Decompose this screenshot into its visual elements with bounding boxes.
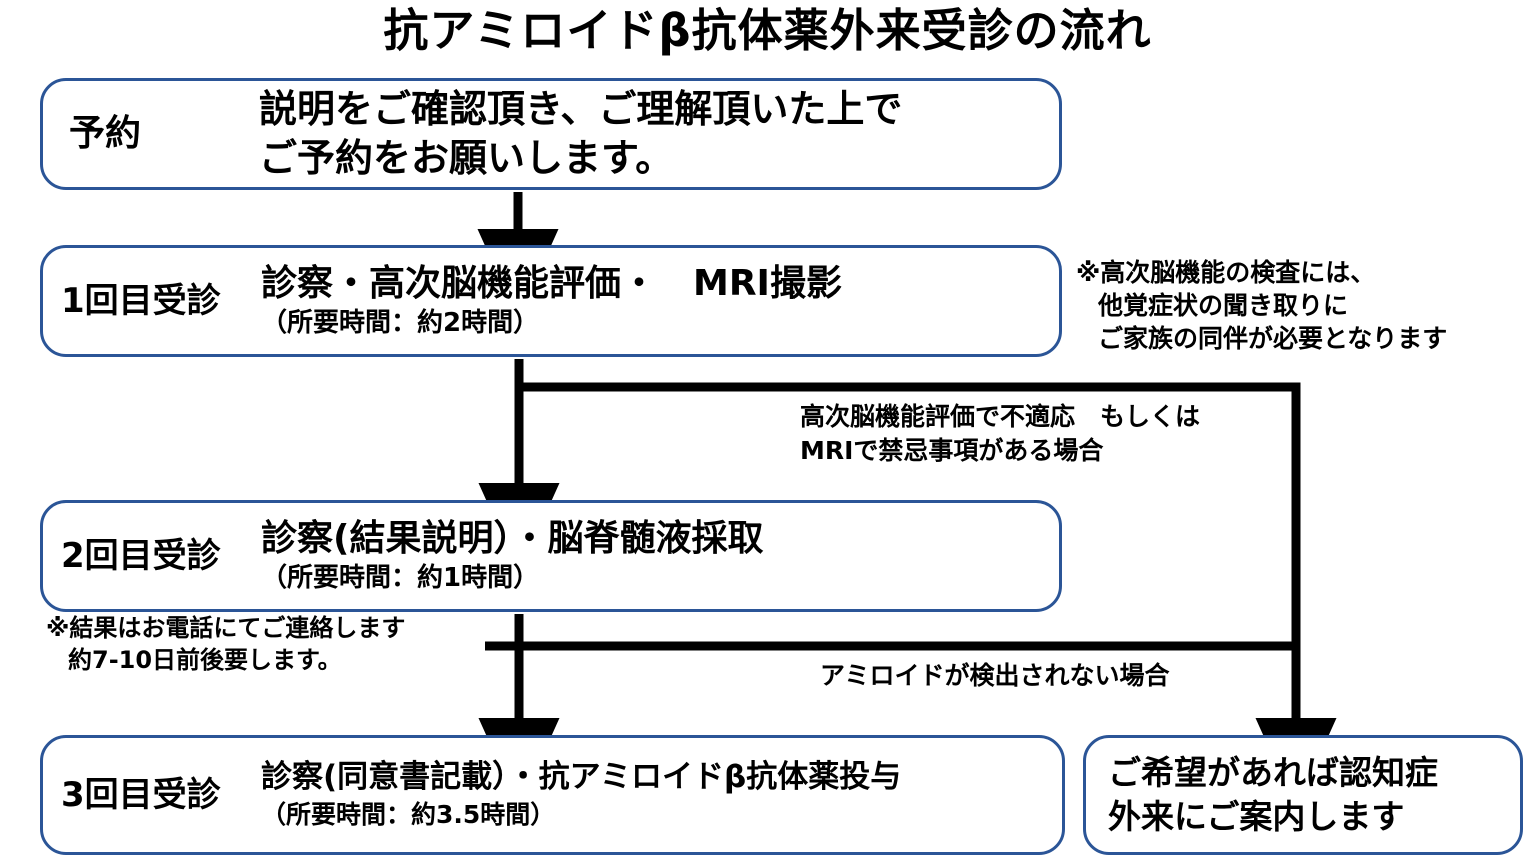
note-phone-results: ※結果はお電話にてご連絡します 約7-10日前後要します。	[46, 613, 405, 676]
note-phone-line2: 約7-10日前後要します。	[68, 645, 342, 674]
note-family-line3: ご家族の同伴が必要となります	[1098, 324, 1448, 353]
branch-label-unsuitable: 高次脳機能評価で不適応 もしくは MRIで禁忌事項がある場合	[800, 400, 1200, 468]
branch-label-unsuitable-line2: MRIで禁忌事項がある場合	[800, 435, 1104, 465]
branch-label-unsuitable-line1: 高次脳機能評価で不適応 もしくは	[800, 402, 1201, 431]
stage-label-visit2: 2回目受診	[61, 536, 221, 576]
visit3-duration: （所要時間：約3.5時間）	[261, 799, 556, 829]
flow-box-appointment[interactable]: 予約 説明をご確認頂き、ご理解頂いた上で ご予約をお願いします。	[40, 78, 1062, 190]
flow-box-visit3[interactable]: 3回目受診 診察(同意書記載）・抗アミロイドβ抗体薬投与 （所要時間：約3.5時…	[40, 735, 1065, 855]
appointment-text-line2: ご予約をお願いします。	[259, 136, 674, 180]
appointment-text-line1: 説明をご確認頂き、ご理解頂いた上で	[259, 87, 903, 132]
flow-box-visit3-body: 診察(同意書記載）・抗アミロイドβ抗体薬投与 （所要時間：約3.5時間）	[261, 760, 1062, 830]
stage-label-appointment: 予約	[69, 113, 142, 154]
visit2-procedures: 診察(結果説明）・脳脊髄液採取	[261, 517, 764, 559]
branch-label-no-amyloid: アミロイドが検出されない場合	[820, 659, 1170, 693]
visit1-duration: （所要時間：約2時間）	[261, 308, 540, 339]
flow-box-visit1[interactable]: 1回目受診 診察・高次脳機能評価・ MRI撮影 （所要時間：約2時間）	[40, 245, 1062, 357]
branch-unsuitable-path	[519, 382, 1337, 808]
branch-label-no-amyloid-line1: アミロイドが検出されない場合	[820, 661, 1170, 690]
stage-label-visit3: 3回目受診	[61, 775, 221, 815]
dementia-clinic-line1: ご希望があれば認知症	[1108, 753, 1438, 793]
dementia-clinic-line2: 外来にご案内します	[1108, 797, 1405, 836]
flow-box-dementia-clinic-body: ご希望があれば認知症 外来にご案内します	[1108, 751, 1520, 839]
page-title: 抗アミロイドβ抗体薬外来受診の流れ	[383, 4, 1152, 57]
note-family-line1: ※高次脳機能の検査には、	[1076, 258, 1376, 287]
visit1-procedures: 診察・高次脳機能評価・ MRI撮影	[261, 262, 842, 304]
flow-box-visit1-body: 診察・高次脳機能評価・ MRI撮影 （所要時間：約2時間）	[261, 263, 1059, 340]
note-family-attendance: ※高次脳機能の検査には、 他覚症状の聞き取りに ご家族の同伴が必要となります	[1076, 256, 1447, 355]
flow-box-visit2[interactable]: 2回目受診 診察(結果説明）・脳脊髄液採取 （所要時間：約1時間）	[40, 500, 1062, 612]
visit2-duration: （所要時間：約1時間）	[261, 563, 540, 594]
note-phone-line1: ※結果はお電話にてご連絡します	[46, 614, 406, 642]
note-family-line2: 他覚症状の聞き取りに	[1098, 291, 1349, 320]
stage-label-visit1: 1回目受診	[61, 281, 221, 321]
flow-box-appointment-body: 説明をご確認頂き、ご理解頂いた上で ご予約をお願いします。	[259, 85, 1059, 182]
visit3-procedures: 診察(同意書記載）・抗アミロイドβ抗体薬投与	[261, 759, 902, 796]
flow-box-dementia-clinic[interactable]: ご希望があれば認知症 外来にご案内します	[1083, 735, 1523, 855]
flow-box-visit2-body: 診察(結果説明）・脳脊髄液採取 （所要時間：約1時間）	[261, 518, 1059, 595]
